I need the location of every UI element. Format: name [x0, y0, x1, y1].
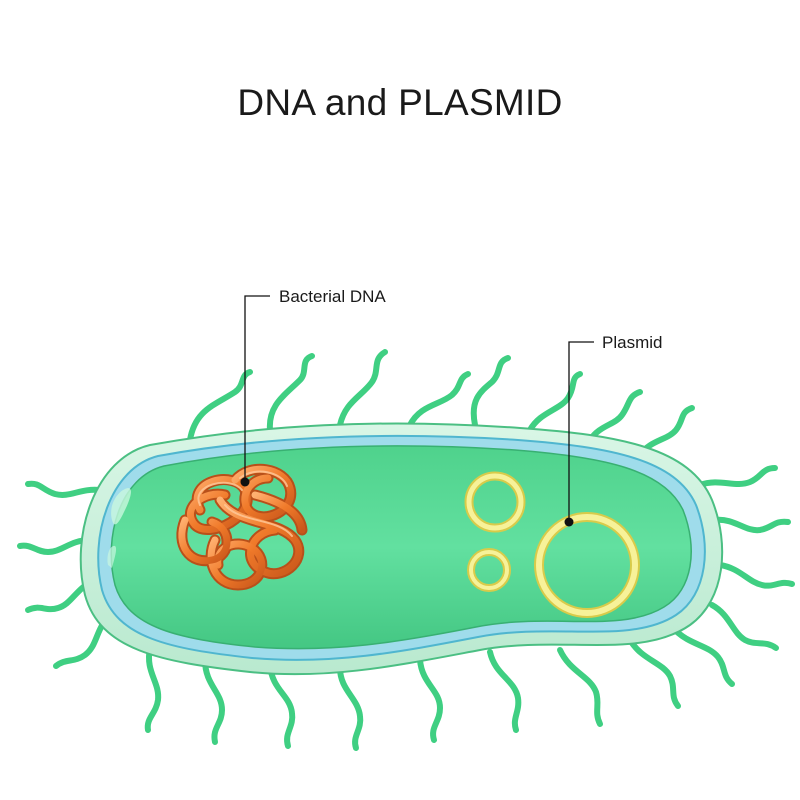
pilus — [587, 389, 643, 443]
pilus — [717, 562, 795, 589]
plasmid-ring-icon — [467, 548, 511, 592]
diagram-title: DNA and PLASMID — [237, 82, 563, 123]
pili-group — [17, 349, 795, 751]
pilus — [672, 627, 735, 687]
bacterial-dna-callout: Bacterial DNA — [240, 287, 386, 487]
pilus — [470, 355, 511, 428]
pilus — [17, 537, 93, 556]
plasmid-ring-icon — [464, 471, 526, 533]
plasmid-callout: Plasmid — [564, 333, 662, 527]
plasmid-leader-line — [568, 341, 594, 522]
pilus — [697, 465, 778, 488]
pilus — [709, 602, 779, 651]
bacterial-dna-knot-icon — [176, 463, 308, 591]
pilus — [53, 612, 113, 669]
pilus — [337, 665, 364, 751]
pilus — [337, 349, 388, 428]
pilus — [144, 645, 162, 733]
pilus — [187, 369, 253, 443]
pilus — [627, 637, 681, 709]
plasmid-ring-icon — [534, 512, 640, 618]
plasmid-leader-dot — [564, 517, 574, 527]
pilus — [267, 662, 296, 749]
pilus — [266, 353, 315, 433]
pilus — [417, 657, 444, 743]
plasmids-group — [464, 471, 640, 618]
cytoplasm-highlight — [107, 545, 117, 568]
pilus — [527, 371, 583, 433]
pilus — [25, 480, 103, 498]
bacterial-dna-leader-line — [244, 295, 270, 482]
pilus — [487, 649, 522, 733]
pilus — [407, 371, 471, 428]
plasmid-label: Plasmid — [602, 333, 662, 352]
pilus — [557, 647, 603, 727]
bacterial-dna-leader-dot — [240, 477, 250, 487]
cytoplasm — [110, 445, 692, 650]
pilus — [25, 577, 98, 613]
pilus — [712, 516, 791, 534]
bacterial-dna-label: Bacterial DNA — [279, 287, 386, 306]
pilus — [637, 405, 695, 458]
cytoplasm-highlight — [111, 488, 131, 525]
pilus — [202, 657, 226, 745]
